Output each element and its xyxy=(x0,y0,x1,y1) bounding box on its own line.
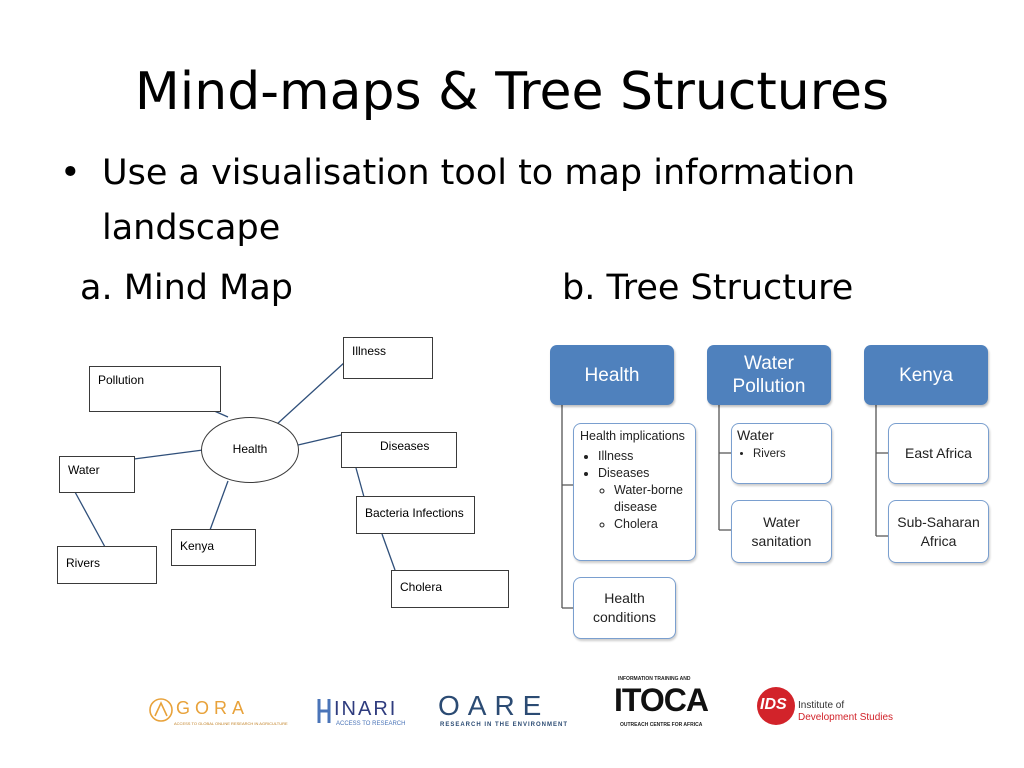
hinari-wordmark: INARI xyxy=(334,698,398,720)
mind-map-label: Pollution xyxy=(98,373,145,387)
mind-map-node-water: Water xyxy=(59,456,135,493)
tree-node-sub-saharan-africa: Sub-Saharan Africa xyxy=(888,500,989,563)
tree-node-east-africa: East Africa xyxy=(888,423,989,484)
tree-header-kenya: Kenya xyxy=(864,345,988,405)
tree-node-health-conditions: Health conditions xyxy=(573,577,676,639)
mind-map-node-cholera: Cholera xyxy=(391,570,509,608)
tree-header-label: Kenya xyxy=(899,364,953,386)
ids-line2: Development Studies xyxy=(798,712,894,723)
tree-connector-health xyxy=(561,405,573,609)
tree-header-water-pollution: Water Pollution xyxy=(707,345,831,405)
connector-rivers xyxy=(74,491,106,548)
bullet-dot: • xyxy=(60,153,81,193)
mind-map-label: Rivers xyxy=(66,556,101,570)
itoca-logo: INFORMATION TRAINING AND ITOCA OUTREACH … xyxy=(614,676,732,736)
connector-cholera xyxy=(381,533,396,571)
ids-badge-icon xyxy=(757,687,795,725)
mind-map-node-illness: Illness xyxy=(343,337,433,379)
oare-tagline: RESEARCH IN THE ENVIRONMENT xyxy=(440,722,569,728)
ids-line1: Institute of xyxy=(798,700,845,711)
mind-map-node-rivers: Rivers xyxy=(57,546,157,584)
itoca-wordmark: ITOCA xyxy=(614,682,709,718)
tree-list-item: Diseases Water-borne disease Cholera xyxy=(598,465,689,533)
tree-header-health: Health xyxy=(550,345,674,405)
agora-icon xyxy=(149,698,173,722)
ids-logo: IDS Institute of Development Studies xyxy=(756,676,893,736)
mind-map-center-health: Health xyxy=(201,417,299,483)
ids-badge-text: IDS xyxy=(760,696,787,713)
tree-list-item: Illness xyxy=(598,448,689,465)
tree-node-water-sanitation: Water sanitation xyxy=(731,500,832,563)
tree-node-health-implications: Health implications Illness Diseases Wat… xyxy=(573,423,696,561)
mind-map-label: Health xyxy=(232,442,268,456)
tree-list-item: Rivers xyxy=(753,446,826,463)
tree-node-label: Water sanitation xyxy=(751,513,812,549)
tree-list-item-label: Diseases xyxy=(598,466,650,480)
mind-map-label: Bacteria Infections xyxy=(365,506,464,520)
connector-water xyxy=(133,449,204,460)
subheading-mind-map: a. Mind Map xyxy=(80,268,294,308)
mind-map-label: Water xyxy=(68,463,100,477)
mind-map-label: Illness xyxy=(352,344,387,358)
connector-bacteria xyxy=(355,467,365,498)
tree-node-label: East Africa xyxy=(905,445,972,461)
tree-connector-water-pollution xyxy=(718,405,731,531)
hinari-h-icon xyxy=(317,699,331,723)
mind-map-label: Cholera xyxy=(400,580,443,594)
tree-sub-item: Cholera xyxy=(614,516,689,533)
oare-wordmark: OARE xyxy=(438,690,550,721)
tree-node-title: Health implications xyxy=(580,429,685,443)
oare-logo: OARE RESEARCH IN THE ENVIRONMENT xyxy=(438,676,583,736)
mind-map-label: Diseases xyxy=(380,439,430,453)
mind-map-node-diseases: Diseases xyxy=(341,432,457,468)
tree-sub-item: Water-borne disease xyxy=(614,482,689,516)
mind-map-node-pollution: Pollution xyxy=(89,366,221,412)
connector-illness xyxy=(275,361,346,426)
itoca-bottom-text: OUTREACH CENTRE FOR AFRICA xyxy=(620,722,703,728)
tree-header-label: Health xyxy=(584,364,640,386)
tree-node-water: Water Rivers xyxy=(731,423,832,484)
mind-map-label: Kenya xyxy=(180,539,215,553)
hinari-logo: INARI ACCESS TO RESEARCH xyxy=(316,676,418,736)
mind-map-node-bacteria: Bacteria Infections xyxy=(356,496,475,534)
agora-wordmark: GORA xyxy=(176,698,250,718)
tree-connector-kenya xyxy=(875,405,888,537)
tree-node-title: Water xyxy=(737,427,774,443)
agora-tagline: ACCESS TO GLOBAL ONLINE RESEARCH IN AGRI… xyxy=(174,721,288,726)
slide-title: Mind-maps & Tree Structures xyxy=(134,62,890,122)
subheading-tree-structure: b. Tree Structure xyxy=(562,268,854,308)
mind-map-node-kenya: Kenya xyxy=(171,529,256,566)
hinari-tagline: ACCESS TO RESEARCH xyxy=(336,721,406,727)
itoca-top-text: INFORMATION TRAINING AND xyxy=(618,676,691,682)
tree-header-label: Water Pollution xyxy=(732,353,806,397)
connector-diseases xyxy=(297,434,342,446)
connector-kenya xyxy=(209,480,229,531)
tree-node-label: Sub-Saharan Africa xyxy=(897,513,980,549)
agora-logo: GORA ACCESS TO GLOBAL ONLINE RESEARCH IN… xyxy=(148,676,300,736)
tree-node-label: Health conditions xyxy=(592,590,657,625)
bullet-text: Use a visualisation tool to map informat… xyxy=(102,153,856,248)
